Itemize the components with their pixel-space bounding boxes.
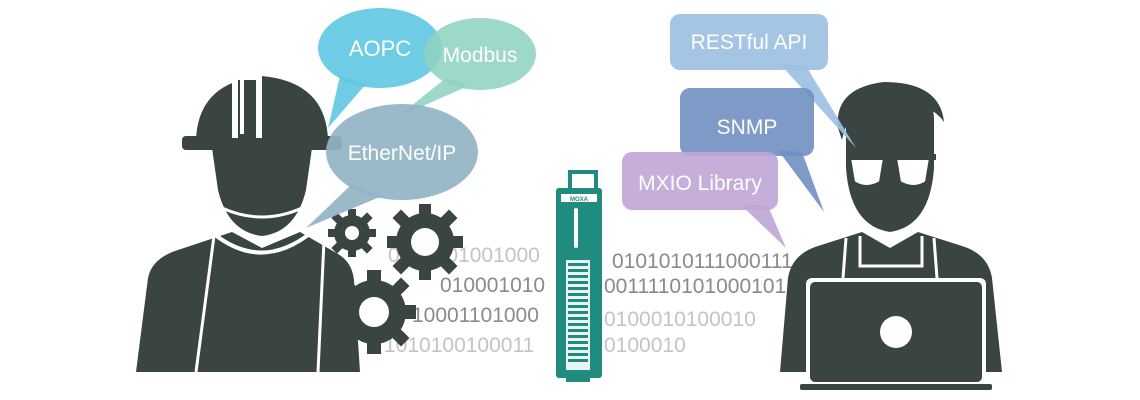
aopc-label: AOPC bbox=[349, 36, 411, 61]
binary-line-6: 0100010100010 bbox=[604, 308, 756, 331]
bubble-ethernet-ip: EtherNet/IP bbox=[306, 104, 478, 228]
bubble-restful-api: RESTful API bbox=[670, 14, 856, 148]
mxio-library-label: MXIO Library bbox=[638, 172, 762, 195]
bubble-modbus: Modbus bbox=[396, 18, 536, 118]
laptop-icon bbox=[800, 278, 992, 390]
binary-line-7: 1010100100011 bbox=[384, 334, 534, 357]
bubble-mxio-library: MXIO Library bbox=[622, 152, 786, 248]
binary-line-8: 0100010 bbox=[604, 334, 686, 357]
binary-line-2: 0101010111000111 bbox=[612, 250, 793, 273]
engineer-figure bbox=[136, 74, 360, 373]
device-brand: MOXA bbox=[570, 197, 589, 203]
gear-icon bbox=[328, 209, 376, 257]
hard-hat-icon bbox=[182, 74, 342, 150]
io-device-icon: MOXA bbox=[556, 170, 602, 382]
binary-line-4: 0011110101000101 bbox=[604, 275, 786, 298]
snmp-label: SNMP bbox=[717, 116, 778, 139]
glasses-icon bbox=[846, 154, 936, 187]
binary-line-3: 010001010 bbox=[440, 274, 545, 297]
bubble-aopc: AOPC bbox=[318, 8, 442, 128]
ethernet-ip-label: EtherNet/IP bbox=[348, 142, 457, 165]
gear-icon-large bbox=[387, 204, 463, 280]
restful-api-label: RESTful API bbox=[691, 31, 808, 54]
modbus-label: Modbus bbox=[443, 44, 518, 67]
binary-line-5: 10001101000 bbox=[412, 304, 539, 327]
engineer-body bbox=[136, 232, 360, 372]
developer-figure bbox=[780, 82, 1002, 390]
gear-icon-bottom bbox=[332, 270, 416, 354]
bubble-snmp: SNMP bbox=[680, 88, 824, 212]
engineer-head bbox=[212, 148, 312, 236]
binary-stream: 0101001001000 0101010111000111 010001010… bbox=[384, 244, 793, 357]
